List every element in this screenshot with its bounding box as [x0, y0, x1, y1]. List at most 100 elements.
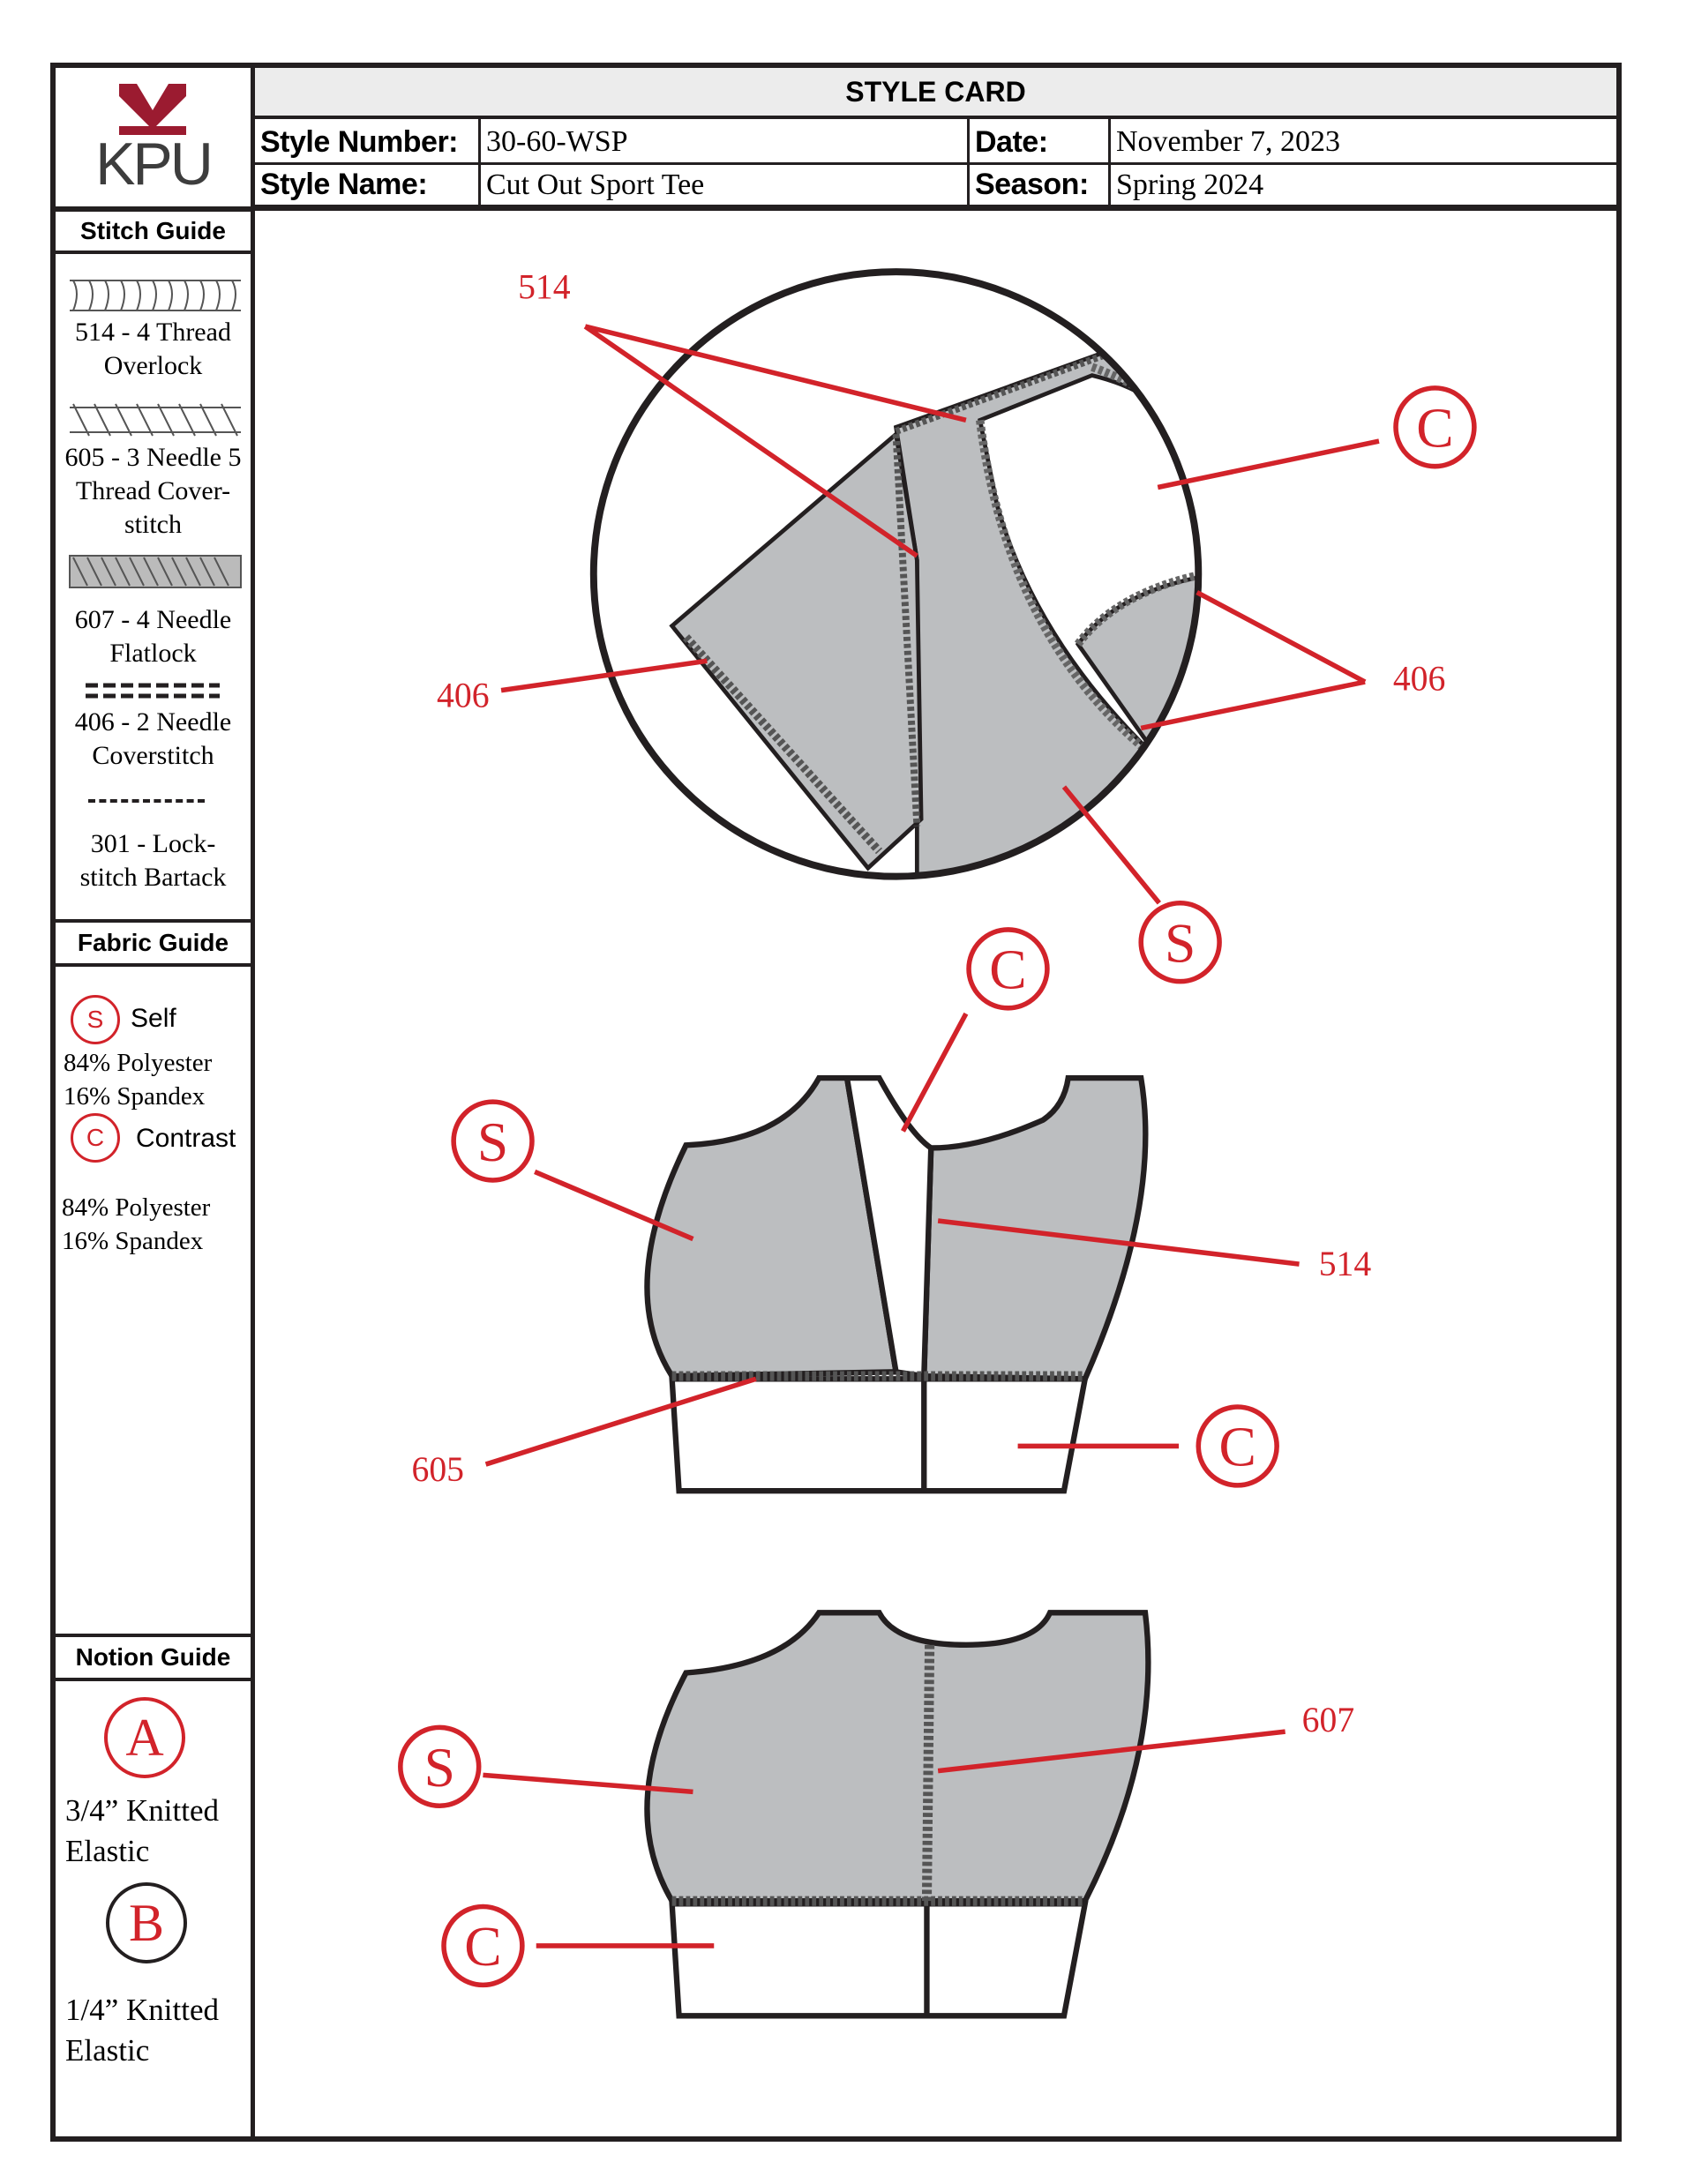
callout-514: 514 — [518, 267, 571, 306]
back-self-panel — [644, 1610, 1151, 1904]
back-waistband-contrast — [669, 1901, 1089, 2019]
stitch-label-line: Coverstitch — [92, 741, 214, 770]
callout-contrast: C — [464, 1915, 501, 1978]
fabric-callout-letters: C S C S C S C — [424, 396, 1454, 1978]
callout-607: 607 — [1302, 1701, 1354, 1739]
stitch-label-line: Thread Cover- — [75, 476, 231, 505]
detail-circle — [589, 268, 1203, 880]
callout-406: 406 — [437, 677, 489, 715]
kpu-logo-mark — [119, 84, 186, 135]
composition-line: 16% Spandex — [64, 1082, 206, 1111]
composition-line: 84% Polyester — [62, 1193, 211, 1222]
date-label: Date: — [975, 124, 1048, 159]
front-center-contrast — [843, 1074, 934, 1380]
callout-514: 514 — [1319, 1245, 1372, 1283]
col-divider — [967, 119, 970, 206]
self-symbol: S — [71, 995, 120, 1044]
fabric-callout-circles — [398, 385, 1477, 1988]
contrast-composition: 84% Polyester 16% Spandex — [62, 1191, 210, 1258]
contrast-symbol-letter: C — [86, 1124, 105, 1151]
stitch-label-line: 301 - Lock- — [90, 829, 216, 858]
col-divider — [478, 119, 481, 206]
notion-a-letter: A — [125, 1708, 164, 1767]
callout-self: S — [1165, 911, 1196, 974]
fabric-guide-title: Fabric Guide — [77, 929, 229, 956]
notion-a-symbol: A — [104, 1697, 185, 1778]
callout-406: 406 — [1393, 660, 1445, 699]
style-number-label: Style Number: — [260, 124, 459, 159]
header-bottom-rule — [255, 205, 1616, 211]
callout-contrast: C — [1416, 396, 1453, 459]
stitch-label-line: 607 - 4 Needle — [74, 605, 232, 634]
kpu-logo-text: KPU — [95, 131, 214, 198]
coverstitch-406-icon — [86, 683, 220, 699]
date-value: November 7, 2023 — [1116, 125, 1341, 158]
callout-self: S — [477, 1111, 508, 1173]
callout-contrast: C — [1219, 1416, 1256, 1478]
style-number-value: 30-60-WSP — [486, 125, 628, 158]
stitch-label-line: Overlock — [103, 351, 203, 380]
contrast-label: Contrast — [136, 1124, 236, 1153]
stitch-label-line: 406 - 2 Needle — [74, 707, 232, 737]
notion-b-letter: B — [128, 1893, 165, 1952]
section-rule — [50, 963, 253, 967]
front-view — [644, 1074, 1149, 1494]
callout-605: 605 — [412, 1450, 464, 1489]
stitch-icons — [69, 280, 242, 699]
section-rule — [50, 1634, 253, 1637]
sleeve-detail-view — [589, 268, 1203, 880]
header-row-divider — [255, 162, 1616, 165]
stitch-605-label: 605 - 3 Needle 5 Thread Cover-stitch — [56, 441, 251, 542]
sleeve-hem-406 — [682, 634, 883, 855]
callout-numbers: 514 406 406 514 605 607 — [412, 267, 1446, 1739]
stitch-guide-title: Stitch Guide — [80, 217, 226, 244]
outer-frame — [50, 63, 1622, 2142]
notion-line: 3/4” Knitted — [65, 1793, 219, 1828]
style-card-title: STYLE CARD — [845, 75, 1026, 108]
notion-line: Elastic — [65, 2033, 150, 2068]
contrast-symbol: C — [71, 1113, 120, 1163]
composition-line: 84% Polyester — [64, 1049, 213, 1077]
front-waistband-contrast — [669, 1376, 1089, 1494]
kpu-logo: KPU — [56, 68, 251, 207]
style-name-label: Style Name: — [260, 168, 428, 201]
season-label: Season: — [975, 168, 1089, 201]
front-right-self-panel — [921, 1074, 1149, 1382]
stitch-label-line: 514 - 4 Thread — [75, 318, 231, 347]
section-rule — [50, 1678, 253, 1681]
overlock-514-icon — [70, 280, 241, 311]
notion-b-symbol: B — [106, 1882, 187, 1963]
stitch-label-line: stitch — [124, 510, 182, 539]
section-rule — [50, 919, 253, 923]
sidebar-divider — [251, 63, 255, 2142]
self-label: Self — [131, 1004, 176, 1033]
stitch-label-line: Flatlock — [109, 639, 197, 668]
self-composition: 84% Polyester 16% Spandex — [64, 1046, 212, 1113]
sleeve-self-panel — [669, 430, 924, 871]
sidebar-top-rule — [50, 206, 253, 212]
self-symbol-letter: S — [86, 1006, 104, 1033]
style-name-value: Cut Out Sport Tee — [486, 168, 705, 201]
composition-line: 16% Spandex — [62, 1227, 204, 1255]
coverstitch-605-icon — [70, 403, 241, 437]
col-divider — [1108, 119, 1111, 206]
season-value: Spring 2024 — [1116, 168, 1264, 201]
callout-contrast: C — [989, 939, 1026, 1001]
notion-line: Elastic — [65, 1834, 150, 1868]
header-title-bar: STYLE CARD — [255, 68, 1616, 119]
notion-guide-title: Notion Guide — [75, 1643, 231, 1671]
callout-leaders — [483, 324, 1380, 1948]
back-view — [644, 1610, 1151, 2019]
stitch-label-line: stitch Bartack — [79, 863, 227, 892]
notion-line: 1/4” Knitted — [65, 1993, 219, 2027]
flatlock-607-icon — [69, 555, 242, 588]
section-rule — [50, 251, 253, 254]
stitch-label-line: 605 - 3 Needle 5 — [64, 443, 242, 472]
